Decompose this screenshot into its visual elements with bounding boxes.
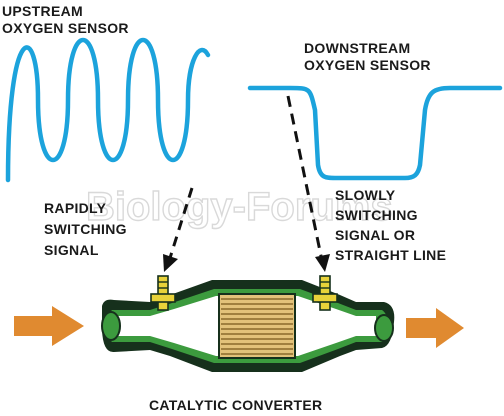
slow-label-line4: STRAIGHT LINE	[335, 247, 446, 263]
slow-label-line3: SIGNAL OR	[335, 227, 415, 243]
converter-caption: CATALYTIC CONVERTER	[149, 397, 322, 413]
rapid-label-line2: SWITCHING	[44, 221, 127, 237]
slow-label-line2: SWITCHING	[335, 207, 418, 223]
downstream-pointer-arrow	[286, 95, 330, 272]
upstream-pointer-arrow	[163, 187, 194, 272]
flow-out-arrow-icon	[406, 308, 464, 348]
rapid-label-line3: SIGNAL	[44, 242, 99, 258]
flow-in-arrow-icon	[14, 306, 84, 346]
upstream-sensor-icon	[150, 275, 176, 311]
upstream-label-line1: UPSTREAM	[2, 3, 83, 19]
upstream-label-line2: OXYGEN SENSOR	[2, 20, 129, 36]
downstream-label-line2: OXYGEN SENSOR	[304, 57, 431, 73]
upstream-signal-wave	[5, 37, 211, 183]
downstream-label-line1: DOWNSTREAM	[304, 40, 410, 56]
rapid-label-line1: RAPIDLY	[44, 200, 107, 216]
downstream-signal-line	[247, 85, 503, 181]
catalyst-substrate	[218, 293, 296, 359]
catalytic-converter	[101, 275, 395, 372]
downstream-sensor-icon	[312, 275, 338, 311]
watermark: Biology-Forums	[86, 185, 393, 229]
slow-label-line1: SLOWLY	[335, 187, 396, 203]
